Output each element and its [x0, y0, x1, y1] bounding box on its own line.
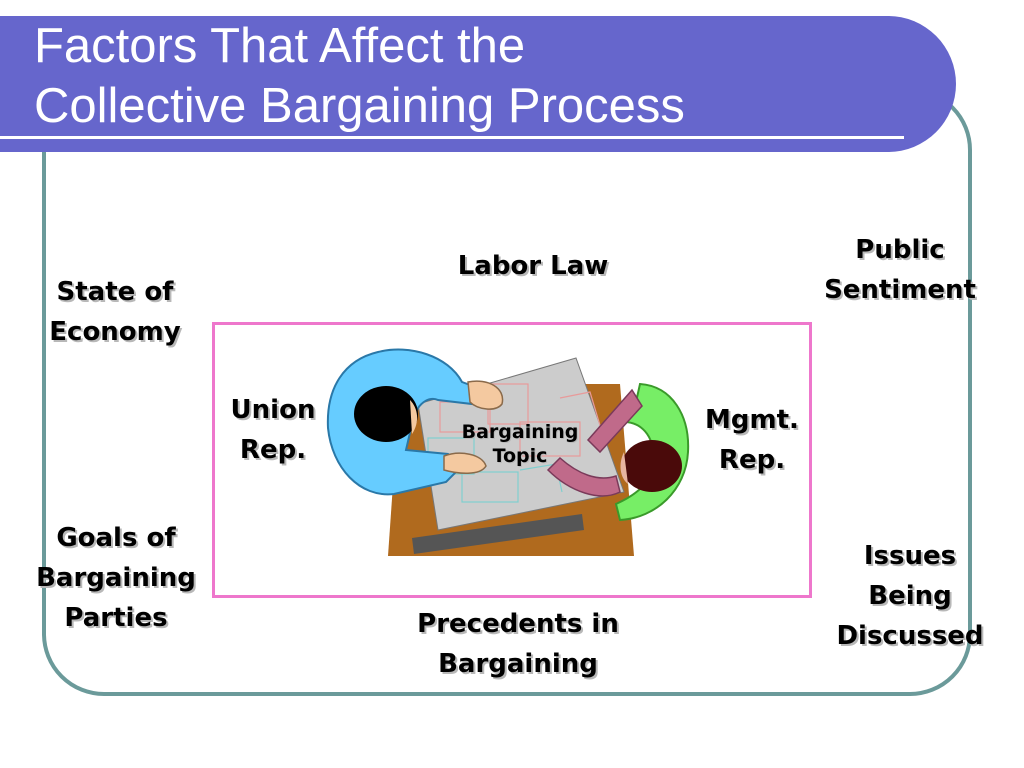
title-line-1: Factors That Affect the [34, 19, 526, 73]
goals-line-2: Bargaining [36, 563, 196, 593]
union-rep-head [354, 386, 418, 442]
state-of-economy-label: State of Economy [30, 272, 200, 352]
mgmt-rep-line-1: Mgmt. [705, 405, 799, 435]
union-rep-hand-bottom [443, 452, 487, 474]
mgmt-rep-arm-top [586, 388, 643, 454]
ruler [412, 514, 584, 554]
bargaining-topic-line-1: Bargaining [461, 421, 579, 443]
bargaining-box [212, 322, 812, 598]
public-sentiment-line-1: Public [855, 235, 945, 265]
public-sentiment-label: Public Sentiment [800, 230, 1000, 310]
bargaining-topic-line-2: Topic [492, 445, 548, 467]
mgmt-rep-line-2: Rep. [718, 445, 786, 475]
slide-title: Factors That Affect the Collective Barga… [34, 16, 685, 136]
title-underline [0, 136, 904, 139]
mgmt-rep-arm-bottom [546, 456, 621, 497]
state-of-economy-line-1: State of [56, 277, 174, 307]
public-sentiment-line-2: Sentiment [824, 275, 976, 305]
issues-line-3: Discussed [836, 621, 984, 651]
issues-line-1: Issues [863, 541, 957, 571]
bargaining-table-illustration [326, 348, 690, 556]
precedents-line-2: Bargaining [438, 649, 598, 679]
union-rep-line-2: Rep. [239, 435, 307, 465]
goals-line-3: Parties [64, 603, 168, 633]
issues-label: Issues Being Discussed [812, 536, 1008, 656]
goals-line-1: Goals of [56, 523, 176, 553]
mgmt-rep-label: Mgmt. Rep. [690, 400, 814, 480]
title-bar [0, 16, 956, 152]
precedents-label: Precedents in Bargaining [380, 604, 656, 684]
state-of-economy-line-2: Economy [49, 317, 181, 347]
title-line-2: Collective Bargaining Process [34, 79, 685, 133]
labor-law-label: Labor Law [457, 251, 609, 281]
union-rep-hand-top [467, 380, 504, 410]
union-rep-label: Union Rep. [216, 390, 330, 470]
issues-line-2: Being [868, 581, 952, 611]
goals-label: Goals of Bargaining Parties [16, 518, 216, 638]
bargaining-topic-label: Bargaining Topic [440, 420, 600, 468]
union-rep-line-1: Union [230, 395, 316, 425]
mgmt-rep-head [622, 440, 682, 492]
precedents-line-1: Precedents in [417, 609, 619, 639]
